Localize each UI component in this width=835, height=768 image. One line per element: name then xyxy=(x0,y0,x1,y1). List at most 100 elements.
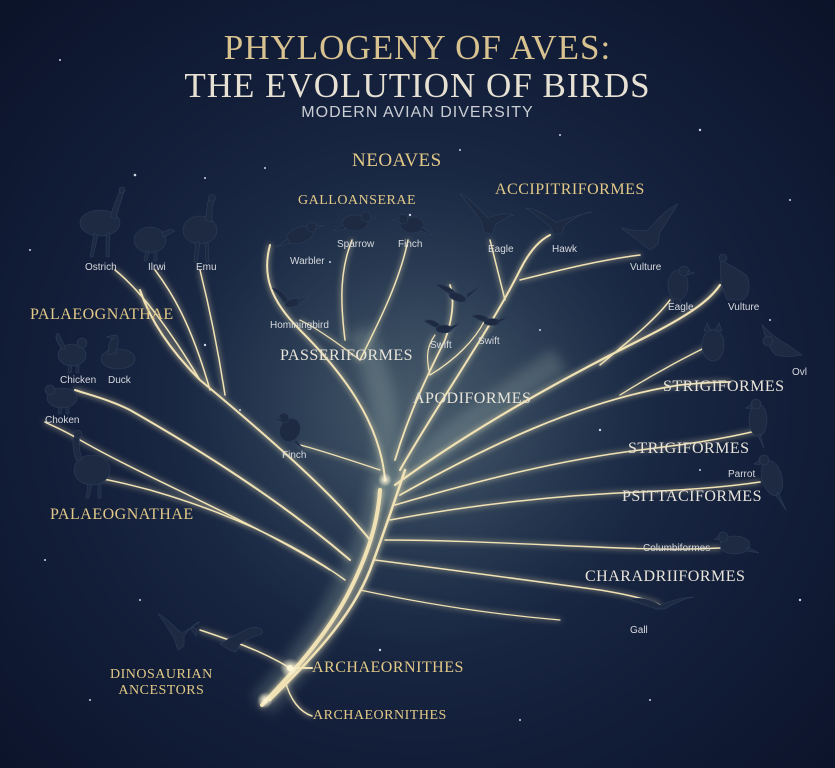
branch-nodes xyxy=(257,473,392,708)
species-label-kiwi: Ilrwi xyxy=(148,262,166,273)
species-label-sparrow: Sparrow xyxy=(337,239,375,250)
species-label-eagle-right: Eagle xyxy=(668,302,694,313)
clade-label-archaeornithes-lower: ARCHAEORNITHES xyxy=(313,708,447,723)
hummingbird-branch xyxy=(299,319,361,361)
archaeornithes-branch-lower xyxy=(284,679,313,717)
sparrow-branch xyxy=(341,239,353,341)
parrot-silhouette-icon xyxy=(745,398,768,449)
ratite-branch-kiwi xyxy=(154,269,211,391)
species-label-vulture-top: Vulture xyxy=(630,262,662,273)
columbiformes-branch xyxy=(384,539,721,550)
species-label-swift-2: Swift xyxy=(478,336,500,347)
archaeopteryx-silhouette-icon-2 xyxy=(219,627,263,653)
ratite-branch-emu xyxy=(199,269,226,396)
swift-branch-1 xyxy=(426,334,436,376)
strigiformes-upper-branch xyxy=(399,381,731,496)
swift-silhouette-icon-3 xyxy=(471,314,511,326)
species-label-ostrich: Ostrich xyxy=(85,262,117,273)
clade-label-charadriiformes: CHARADRIIFORMES xyxy=(585,568,746,585)
species-label-finch-top: Finch xyxy=(398,239,423,250)
trunk-underglow xyxy=(252,325,568,714)
warbler-silhouette-icon xyxy=(275,221,325,248)
dinosaurian-line-2: ANCESTORS xyxy=(118,683,205,698)
eagle-branch-top xyxy=(489,239,506,301)
trunk-branch-2 xyxy=(268,468,407,702)
species-label-duck: Duck xyxy=(108,375,131,386)
species-label-parrot: Parrot xyxy=(728,469,756,480)
title-line-2: THE EVOLUTION OF BIRDS xyxy=(184,66,651,105)
apodiformes-branch xyxy=(394,284,454,461)
clade-label-strigiformes-lower: STRIGIFORMES xyxy=(628,440,750,457)
chicken-silhouette-icon xyxy=(55,332,88,374)
accipitriformes-branch xyxy=(399,234,551,471)
clade-label-palaeognathae-bottom: PALAEOGNATHAE xyxy=(50,506,194,523)
ratite-silhouette-icon-lower xyxy=(72,429,111,499)
swift-branch-2 xyxy=(429,319,486,376)
swift-silhouette-icon xyxy=(434,283,484,303)
species-label-chicken-2: Choken xyxy=(45,415,80,426)
palaeognathae-branch-lower xyxy=(84,475,346,581)
vulture-silhouette-icon xyxy=(621,203,679,251)
species-label-vulture-right: Vulture xyxy=(728,302,760,313)
species-label-columbiformes: Columbiformes xyxy=(643,543,711,554)
palaeognathae-branch-upper xyxy=(139,289,371,541)
species-label-hummingbird: Hominingbird xyxy=(270,320,329,331)
species-label-eagle-top: Eagle xyxy=(488,244,514,255)
subtitle: MODERN AVIAN DIVERSITY xyxy=(301,104,534,121)
hawk-silhouette-icon xyxy=(525,207,593,235)
strigiformes-lower-branch xyxy=(394,429,761,506)
passeriformes-branch xyxy=(266,244,386,481)
dinosaurian-line-1: DINOSAURIAN xyxy=(110,667,213,682)
star-field xyxy=(29,59,802,721)
archaeopteryx-silhouette-icon xyxy=(157,613,201,651)
species-label-chicken-1: Chicken xyxy=(60,375,97,386)
finch-branch-top xyxy=(359,239,409,361)
species-label-hawk: Hawk xyxy=(552,244,578,255)
clade-label-dinosaurian-ancestors: DINOSAURIAN ANCESTORS xyxy=(110,667,213,699)
species-label-finch-mid: Finch xyxy=(282,450,307,461)
species-label-gull: Gall xyxy=(630,625,648,636)
kiwi-silhouette-icon xyxy=(133,226,176,262)
clade-label-neoaves: NEOAVES xyxy=(352,150,442,171)
clade-label-apodiformes: APODIFORMES xyxy=(413,390,532,407)
finch-silhouette-icon xyxy=(392,213,433,236)
dinosaurian-branch xyxy=(199,629,291,669)
clade-label-strigiformes-upper: STRIGIFORMES xyxy=(663,378,785,395)
psittaciformes-branch xyxy=(389,481,761,521)
owl-silhouette-icon-2 xyxy=(761,323,803,357)
species-label-warbler: Warbler xyxy=(290,256,325,267)
clade-label-palaeognathae-top: PALAEOGNATHAE xyxy=(30,306,174,323)
vulture-branch-top xyxy=(519,254,641,281)
gull-branch xyxy=(359,589,561,621)
chicken-duck-branch xyxy=(74,389,351,561)
emu-silhouette-icon xyxy=(182,194,218,263)
title-line-1: PHYLOGENY OF AVES: xyxy=(223,28,612,67)
sparrow-silhouette-icon xyxy=(332,211,377,232)
pigeon-silhouette-icon xyxy=(712,531,760,555)
clade-label-galloanserae: GALLOANSERAE xyxy=(298,193,416,208)
species-label-emu: Emu xyxy=(196,262,217,273)
clade-label-accipitriformes: ACCIPITRIFORMES xyxy=(495,181,645,198)
right-main-branch xyxy=(393,283,722,487)
species-label-swift-1: Swift xyxy=(430,340,452,351)
species-label-owl: Ovl xyxy=(792,367,807,378)
eagle-branch-right xyxy=(599,299,671,366)
parrot-silhouette-icon-2 xyxy=(753,454,787,511)
clade-label-passeriformes: PASSERIFORMES xyxy=(280,347,414,364)
chicken-silhouette-icon-2 xyxy=(44,384,78,415)
hummingbird-silhouette-icon xyxy=(271,287,311,308)
duck-silhouette-icon xyxy=(100,334,136,370)
owl-silhouette-icon xyxy=(701,322,725,362)
eagle-silhouette-icon xyxy=(459,193,515,235)
ratite-branch-ostrich xyxy=(114,269,201,381)
clade-label-psittaciformes: PSITTACIFORMES xyxy=(622,488,762,505)
finch-silhouette-icon-mid xyxy=(273,412,305,451)
gull-silhouette-icon xyxy=(628,596,695,610)
bird-silhouettes xyxy=(44,186,803,653)
ostrich-silhouette-icon xyxy=(79,186,126,258)
clade-label-archaeornithes-upper: ARCHAEORNITHES xyxy=(312,659,464,676)
finch-branch-mid xyxy=(299,444,381,471)
eagle-silhouette-icon-right xyxy=(667,265,695,308)
